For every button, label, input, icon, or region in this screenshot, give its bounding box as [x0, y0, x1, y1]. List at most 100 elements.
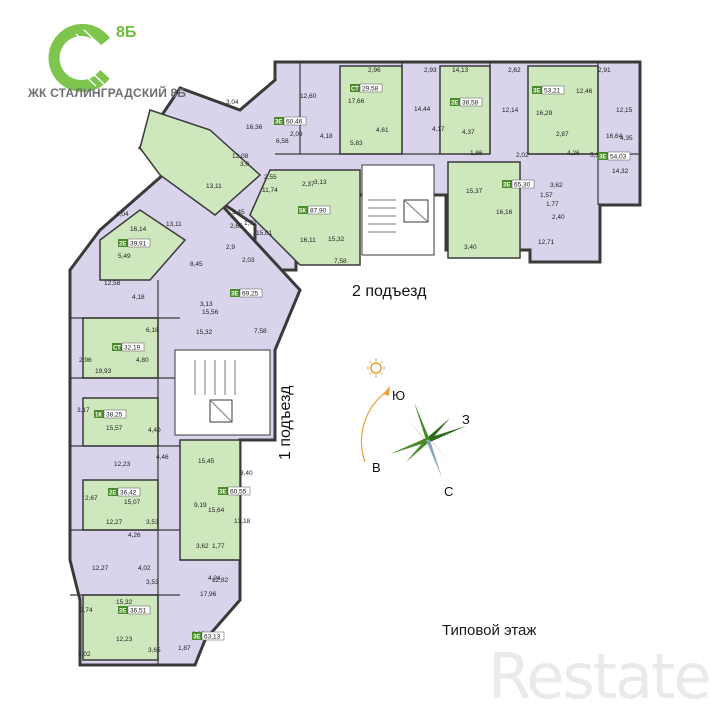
room-area-label: 3,53 [146, 519, 159, 526]
room-area-label: 3,17 [77, 407, 90, 414]
room-area-label: 2,37 [302, 181, 315, 188]
room-area-label: 4,26 [128, 532, 141, 539]
room-area-label: 4,18 [132, 294, 145, 301]
room-area-label: 4,17 [432, 126, 445, 133]
room-area-label: 14,13 [452, 67, 469, 74]
room-area-label: 1,57 [540, 192, 553, 199]
room-area-label: 12,08 [232, 153, 249, 160]
apartment-area: 60,55 [230, 489, 247, 496]
room-area-label: 3,62 [550, 182, 563, 189]
room-area-label: 19,93 [95, 368, 112, 375]
room-area-label: 2,67 [85, 495, 98, 502]
apartment-tag: 3Е 60,55 [218, 486, 251, 496]
apartment-tag: 2Е 36,51 [118, 605, 151, 615]
apartment-code: 3Е [219, 490, 226, 496]
room-area-label: 3,04 [116, 211, 129, 218]
room-area-label: 12,23 [114, 461, 131, 468]
room-area-label: 3,13 [200, 301, 213, 308]
room-area-label: 2,96 [79, 357, 92, 364]
sun-icon [367, 359, 385, 377]
apartment-code: 3Е [533, 89, 540, 95]
room-area-label: 4,40 [148, 427, 161, 434]
core-1 [174, 349, 271, 436]
room-area-label: 4,80 [136, 357, 149, 364]
apartment-tag: 3Е 60,46 [274, 116, 307, 126]
room-area-label: 4,35 [620, 135, 633, 142]
room-area-label: 3,04 [226, 99, 239, 106]
room-area-label: 2,87 [556, 131, 569, 138]
room-area-label: 2,02 [516, 152, 529, 159]
room-area-label: 15,01 [256, 230, 273, 237]
room-area-label: 14,44 [414, 106, 431, 113]
apartment-code: 5К [299, 209, 306, 215]
apartment-code: 3Е [599, 155, 606, 161]
apartment-code: 2Е [119, 609, 126, 615]
apartment-tag: 3Е 69,25 [230, 288, 263, 298]
apartment-code: 3Е [193, 635, 200, 641]
apartment-area: 36,51 [130, 608, 147, 615]
floor-title: Типовой этаж [442, 622, 537, 639]
logo-number: 8Б [116, 24, 137, 41]
room-area-label: 12,46 [576, 88, 593, 95]
room-area-label: 8,45 [190, 261, 203, 268]
room-area-label: 12,15 [616, 107, 633, 114]
apartment-area: 69,25 [242, 291, 259, 298]
room-area-label: 2,65 [230, 223, 243, 230]
apartment-code: 2Е [109, 491, 116, 497]
room-area-label: 15,64 [208, 507, 225, 514]
room-area-label: 3,13 [314, 179, 327, 186]
room-area-label: 4,02 [138, 565, 151, 572]
compass: Ю З С В [360, 359, 470, 499]
room-area-label: 3,40 [240, 470, 253, 477]
compass-e: В [372, 460, 381, 475]
room-area-label: 15,57 [106, 425, 123, 432]
room-area-label: 3,53 [146, 579, 159, 586]
room-area-label: 15,56 [202, 309, 219, 316]
apartment-tag: 3Е 54,03 [598, 151, 631, 161]
room-area-label: 4,46 [156, 454, 169, 461]
apartment-area: 38,25 [106, 412, 123, 419]
room-area-label: 1,87 [178, 645, 191, 652]
apartment-code: СТ [351, 87, 359, 93]
room-area-label: 2,96 [368, 67, 381, 74]
room-area-label: 9,19 [194, 502, 207, 509]
entrance-2-label: 2 подъезд [352, 283, 427, 300]
room-area-label: 1,86 [470, 150, 483, 157]
room-area-label: 2,93 [424, 67, 437, 74]
room-area-label: 1,72 [244, 220, 257, 227]
room-area-label: 3,40 [464, 244, 477, 251]
room-area-label: 12,58 [104, 280, 121, 287]
room-area-label: 4,24 [208, 575, 221, 582]
room-area-label: 12,82 [212, 577, 229, 584]
apartment-code: 3Е [275, 120, 282, 126]
room-area-label: 16,64 [606, 133, 623, 140]
room-area-label: 15,32 [116, 599, 133, 606]
room-area-label: 15,32 [196, 329, 213, 336]
watermark: Restate [488, 640, 711, 713]
apartment-area: 54,03 [610, 154, 627, 161]
room-area-label: 13,18 [234, 518, 251, 525]
room-area-label: 5,83 [350, 140, 363, 147]
room-area-label: 1,77 [546, 201, 559, 208]
room-area-label: 12,27 [106, 519, 123, 526]
room-area-label: 11,74 [262, 187, 278, 194]
room-area-label: 4,61 [376, 127, 389, 134]
apartment-area: 38,58 [462, 100, 479, 107]
room-area-label: 16,11 [300, 237, 316, 244]
apartment-area: 60,46 [286, 119, 303, 126]
apartment-code: 2Е [451, 101, 458, 107]
room-area-label: 12,71 [538, 239, 555, 246]
room-area-label: 17,96 [200, 591, 217, 598]
apartment-code: 3Е [503, 183, 510, 189]
apartment-code: 2Е [119, 242, 126, 248]
room-area-label: 14,32 [612, 168, 629, 175]
apartment-code: 3Е [231, 292, 238, 298]
room-area-label: 7,58 [334, 258, 347, 265]
apartment-area: 29,58 [362, 86, 379, 93]
